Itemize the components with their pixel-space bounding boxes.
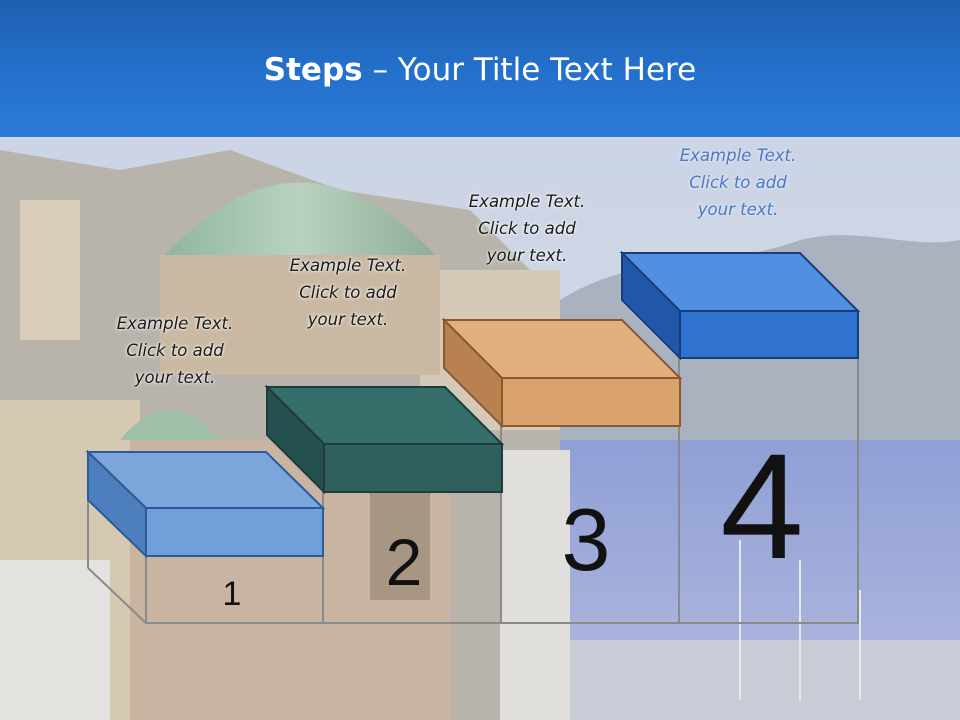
step-caption-4[interactable]: Example Text. Click to add your text. — [658, 142, 818, 223]
step-block-4[interactable] — [619, 250, 861, 361]
caption-line: your text. — [134, 368, 216, 387]
caption-line: your text. — [307, 310, 389, 329]
caption-line: Example Text. — [468, 192, 586, 211]
step-number-2: 2 — [386, 525, 423, 599]
caption-line: Example Text. — [679, 146, 797, 165]
step-number-4: 4 — [720, 422, 803, 590]
title-bold-text: Steps — [263, 52, 363, 88]
caption-line: your text. — [486, 246, 568, 265]
caption-line: Click to add — [126, 341, 224, 360]
step-block-1[interactable] — [85, 449, 326, 559]
staircase-outline — [87, 358, 859, 624]
step-block-2[interactable] — [264, 384, 505, 495]
title-regular-text: – Your Title Text Here — [362, 52, 697, 88]
step-block-3[interactable] — [441, 317, 683, 429]
title-bar — [0, 0, 960, 137]
caption-line: Click to add — [689, 173, 787, 192]
step-number-3: 3 — [562, 490, 611, 589]
step-caption-3[interactable]: Example Text. Click to add your text. — [447, 188, 607, 269]
slide-title[interactable]: Steps – Your Title Text Here — [0, 52, 960, 88]
step-number-1: 1 — [223, 575, 242, 613]
caption-line: Example Text. — [289, 256, 407, 275]
caption-line: Click to add — [478, 219, 576, 238]
caption-line: Click to add — [299, 283, 397, 302]
step-caption-1[interactable]: Example Text. Click to add your text. — [95, 310, 255, 391]
caption-line: your text. — [697, 200, 779, 219]
step-caption-2[interactable]: Example Text. Click to add your text. — [268, 252, 428, 333]
caption-line: Example Text. — [116, 314, 234, 333]
